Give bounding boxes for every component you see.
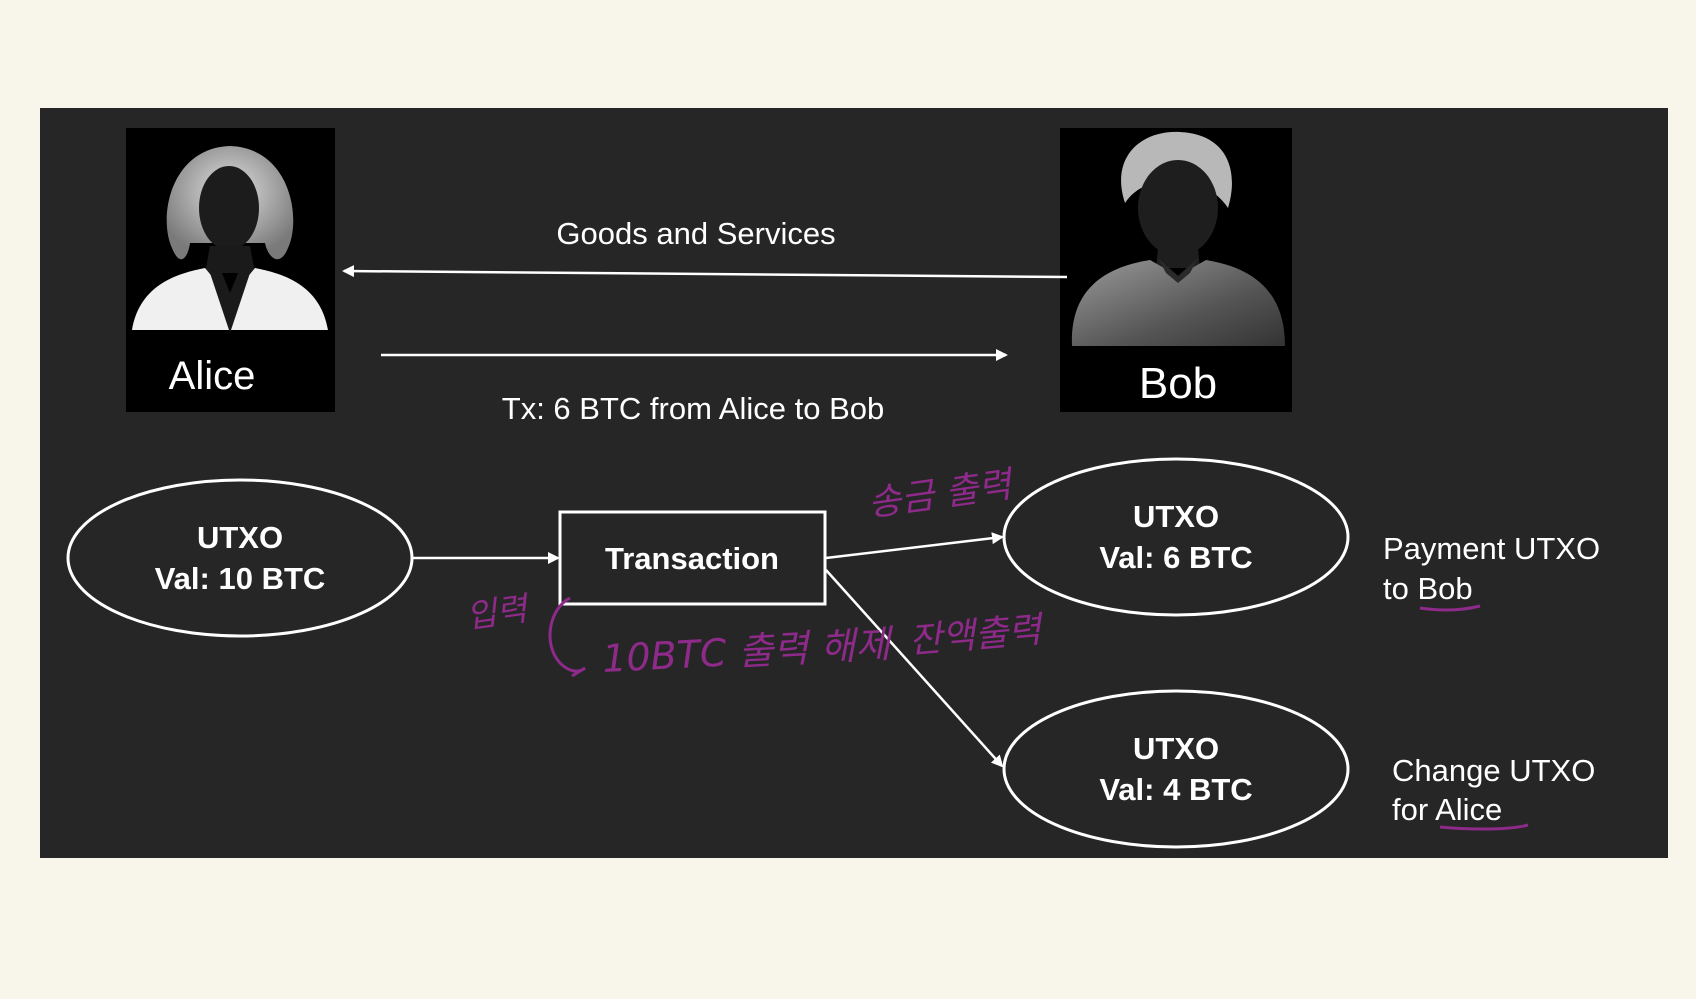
change-caption-name: Alice [1435,792,1502,827]
transaction-label: Transaction [605,541,779,576]
payment-caption-line2: to Bob [1383,571,1473,606]
change-caption-line1: Change UTXO [1392,753,1595,788]
alice-card: Alice [126,128,335,412]
alice-name: Alice [169,354,256,398]
change-arrow [825,569,1004,768]
change-utxo-title: UTXO [1133,731,1219,766]
payment-caption-line1: Payment UTXO [1383,531,1600,566]
bob-underline [1419,604,1481,612]
note-hook-stroke [548,596,586,678]
input-utxo-value: Val: 10 BTC [155,561,326,596]
diagram-panel: Alice Bob Goods and Services Tx: 6 BTC f… [40,108,1668,858]
payment-utxo-value: Val: 6 BTC [1099,540,1252,575]
change-caption-line2: for Alice [1392,792,1502,827]
transaction-box: Transaction [558,510,827,606]
change-utxo-value: Val: 4 BTC [1099,772,1252,807]
alice-underline [1439,823,1529,831]
note-release: 10BTC 출력 해제 [601,622,895,681]
input-utxo-title: UTXO [197,520,283,555]
input-utxo: UTXO Val: 10 BTC [66,478,414,638]
payment-utxo: UTXO Val: 6 BTC [1002,457,1350,617]
female-avatar-icon [132,146,328,333]
payment-caption-name: Bob [1417,571,1472,606]
note-send-output: 송금 출력 [866,464,1018,525]
change-utxo: UTXO Val: 4 BTC [1002,689,1350,849]
bob-card: Bob [1060,128,1292,412]
goods-label: Goods and Services [556,216,835,251]
bob-name: Bob [1139,359,1217,408]
goods-arrow [342,265,1068,279]
payment-arrow [825,532,1004,560]
male-avatar-icon [1071,131,1285,346]
utxo-diagram: Alice Bob Goods and Services Tx: 6 BTC f… [66,128,1600,849]
note-input: 입력 [464,588,533,636]
note-change-output: 잔액출력 [907,609,1046,662]
payment-utxo-title: UTXO [1133,499,1219,534]
tx-label: Tx: 6 BTC from Alice to Bob [502,391,884,426]
